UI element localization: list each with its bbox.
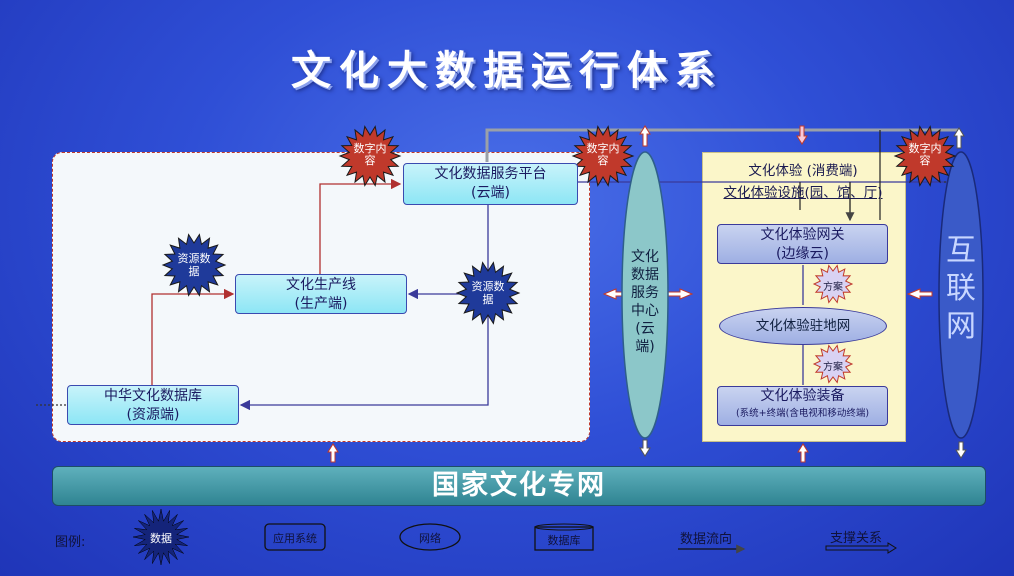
internet-ellipse <box>938 151 984 439</box>
badge-plan-1: 方案 <box>823 282 843 293</box>
legend-data-label: 数据 <box>150 532 172 545</box>
flow-db-to-production <box>151 288 235 386</box>
resource-data-burst-1 <box>161 233 227 297</box>
equipment-subtitle: (系统+终端(含电视和移动终端) <box>735 408 870 419</box>
database-title: 中华文化数据库 <box>104 388 202 404</box>
local-network-ellipse: 文化体验驻地网 <box>719 307 887 345</box>
plan-burst-1 <box>812 264 854 304</box>
platform-subtitle: (云端) <box>471 185 510 201</box>
local-network-label: 文化体验驻地网 <box>755 318 851 334</box>
legend-support-label: 支撑关系 <box>830 531 883 546</box>
top-flow-line <box>485 128 960 162</box>
legend-dataflow-label: 数据流向 <box>680 532 733 547</box>
legend-data-burst <box>132 508 190 566</box>
legend-database-label: 数据库 <box>547 534 581 547</box>
gateway-title: 文化体验网关 <box>760 227 845 243</box>
digital-content-burst-3 <box>893 125 957 187</box>
legend-network-shape <box>399 523 461 551</box>
plan-burst-2 <box>812 344 854 384</box>
platform-title: 文化数据服务平台 <box>434 166 547 182</box>
support-arrow-right-b <box>906 288 933 300</box>
culture-database-box: 中华文化数据库 (资源端) <box>67 385 239 425</box>
experience-equipment-box: 文化体验装备 (系统+终端(含电视和移动终端) <box>717 386 888 426</box>
legend-app-system-shape <box>264 523 326 551</box>
resource-data-burst-2 <box>455 261 521 325</box>
legend-network-label: 网络 <box>419 532 441 545</box>
legend-database-shape <box>534 526 594 551</box>
service-center-label: 文化数据服务中心(云端) <box>631 249 659 355</box>
digital-content-burst-2 <box>571 125 635 187</box>
service-center-ellipse <box>621 151 669 439</box>
support-arrow-down-top <box>796 125 808 145</box>
support-arrow-up-left <box>327 443 339 463</box>
flow-production-to-platform <box>319 178 402 274</box>
badge-digital-content-3: 数字内容 <box>908 142 942 167</box>
support-arrow-right-a <box>667 288 694 300</box>
national-culture-network: 国家文化专网 <box>52 466 986 506</box>
facility-heading: 文化体验设施(园、馆、厅) <box>723 185 883 201</box>
badge-digital-content-1: 数字内容 <box>353 142 387 167</box>
support-arrow-up-right <box>797 443 809 463</box>
badge-digital-content-2: 数字内容 <box>586 142 620 167</box>
badge-resource-data-1: 资源数据 <box>177 252 211 278</box>
support-arrow-top-internet <box>953 127 965 149</box>
production-line-box: 文化生产线 (生产端) <box>235 274 407 314</box>
production-title: 文化生产线 <box>286 277 356 293</box>
legend-support-arrow <box>825 542 897 554</box>
gateway-subtitle: (边缘云) <box>776 246 829 262</box>
production-subtitle: (生产端) <box>294 296 348 312</box>
support-arrow-down-internet <box>955 441 967 459</box>
support-arrow-down-center <box>639 439 651 457</box>
digital-content-burst-1 <box>338 125 402 187</box>
badge-plan-2: 方案 <box>823 362 843 373</box>
consumer-heading: 文化体验 (消费端) <box>748 163 858 179</box>
legend-app-system-label: 应用系统 <box>273 532 317 545</box>
support-arrow-up-center <box>639 125 651 147</box>
equipment-title: 文化体验装备 <box>760 388 845 404</box>
legend-label: 图例: <box>55 535 86 550</box>
data-service-platform: 文化数据服务平台 (云端) <box>403 163 578 205</box>
experience-gateway-box: 文化体验网关 (边缘云) <box>717 224 888 264</box>
page-title: 文化大数据运行体系 <box>291 47 723 94</box>
badge-resource-data-2: 资源数据 <box>471 280 505 306</box>
database-subtitle: (资源端) <box>126 407 180 423</box>
internet-label: 互联网 <box>946 233 976 344</box>
